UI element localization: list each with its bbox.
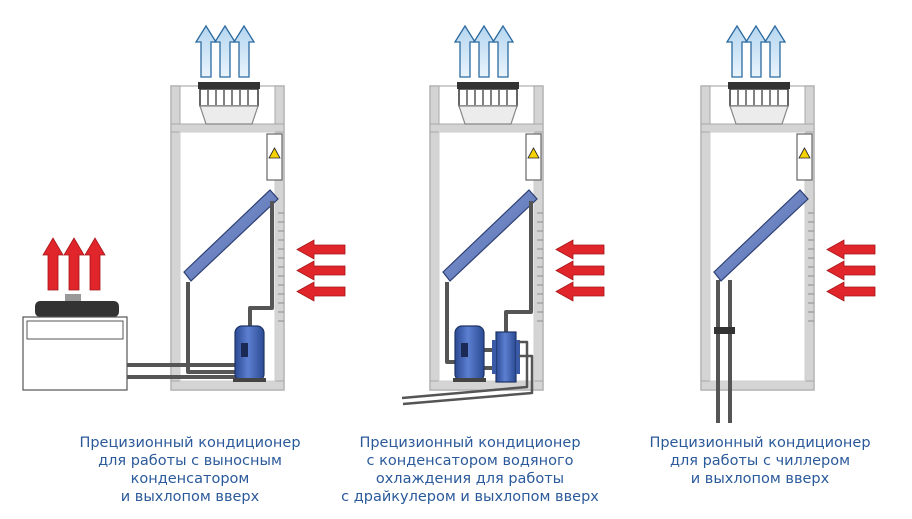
warning-triangle-icon [527,147,540,159]
cold-air-outflow-arrow-icon [213,24,237,78]
hot-air-exhaust-arrow-icon [42,237,64,291]
cold-air-outflow-arrow-icon [194,24,218,78]
cooling-coil-icon [183,189,279,282]
hot-air-intake-arrow-icon [296,281,346,302]
compressor-icon [453,325,486,382]
electrical-panel [266,133,283,181]
hot-air-intake-arrow-icon [555,281,605,302]
pipe-valve [714,327,735,334]
hot-air-intake-arrow-icon [555,239,605,260]
cold-air-outflow-arrows [453,24,515,78]
caption-water-cooled: Прецизионный кондиционер с конденсатором… [320,434,620,506]
warning-triangle-icon [798,147,811,159]
hot-air-intake-arrow-icon [826,260,876,281]
water-pipes [401,340,534,406]
cold-air-outflow-arrow-icon [453,24,477,78]
cold-air-outflow-arrow-icon [491,24,515,78]
hot-air-intake-arrow-icon [555,260,605,281]
hot-air-exhaust-arrow-icon [84,237,106,291]
cold-air-outflow-arrow-icon [763,24,787,78]
caption-remote-condenser: Прецизионный кондиционер для работы с вы… [40,434,340,506]
unit-water-cooled [401,24,605,406]
plate-heat-exchanger-icon [492,331,520,383]
fan-icon [728,82,790,125]
caption-line: для работы с выносным [98,453,282,469]
fan-icon [457,82,519,125]
hot-air-exhaust-arrow-icon [63,237,85,291]
unit-chiller [700,24,876,423]
unit-remote-condenser [22,24,346,391]
hot-air-intake-arrow-icon [826,281,876,302]
hot-air-intake-arrows [296,239,346,302]
fan-icon [198,82,260,125]
cold-air-outflow-arrow-icon [472,24,496,78]
caption-line: Прецизионный кондиционер [649,435,871,451]
outdoor-condenser-icon [22,294,128,391]
caption-line: Прецизионный кондиционер [79,435,301,451]
cold-air-outflow-arrow-icon [232,24,256,78]
caption-line: для работы с чиллером [669,453,851,469]
caption-line: и выхлопом вверх [120,489,260,505]
caption-line: конденсатором [130,471,250,487]
warning-triangle-icon [268,147,281,159]
cold-air-outflow-arrow-icon [744,24,768,78]
electrical-panel [796,133,813,181]
cooling-coil-icon [442,189,538,282]
cold-air-outflow-arrows [725,24,787,78]
hot-air-intake-arrow-icon [296,260,346,281]
hot-air-intake-arrows [555,239,605,302]
cold-air-outflow-arrows [194,24,256,78]
caption-line: с конденсатором водяного [366,453,574,469]
hot-air-intake-arrow-icon [826,239,876,260]
cooling-coil-icon [713,189,809,282]
caption-line: Прецизионный кондиционер [359,435,581,451]
hot-air-intake-arrows [826,239,876,302]
compressor-icon [233,325,266,382]
cold-air-outflow-arrow-icon [725,24,749,78]
hot-air-intake-arrow-icon [296,239,346,260]
caption-line: охлаждения для работы [375,471,565,487]
caption-chiller: Прецизионный кондиционер для работы с чи… [610,434,910,488]
electrical-panel [525,133,542,181]
hot-air-exhaust-arrows [42,237,106,291]
caption-line: и выхлопом вверх [690,471,830,487]
chilled-water-pipes [716,280,732,423]
caption-line: с драйкулером и выхлопом вверх [341,489,599,505]
